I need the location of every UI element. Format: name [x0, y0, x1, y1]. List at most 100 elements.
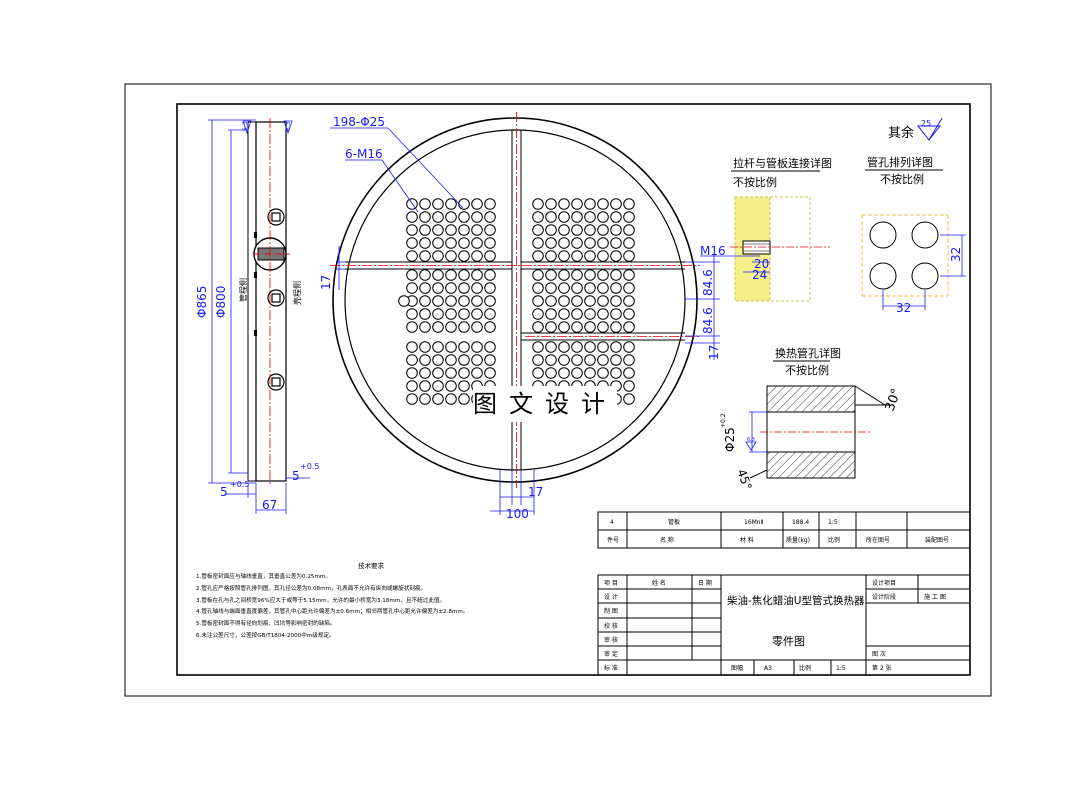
svg-text:件号: 件号: [607, 536, 619, 544]
detail3-drawing: [749, 385, 890, 479]
tube-hole: [584, 308, 596, 320]
tube-hole: [610, 237, 622, 249]
tube-hole: [406, 308, 418, 320]
svg-text:施 工 图: 施 工 图: [924, 593, 946, 601]
svg-text:名 称: 名 称: [660, 536, 674, 544]
dim-198-d25: 198-Φ25: [333, 115, 385, 129]
svg-text:管板: 管板: [668, 518, 680, 526]
tube-hole: [571, 237, 583, 249]
tube-hole: [571, 224, 583, 236]
tube-hole: [558, 237, 570, 249]
dim-5-right-tol: +0.5: [300, 462, 319, 471]
tube-hole: [445, 269, 457, 281]
tube-hole: [584, 354, 596, 366]
tube-hole: [471, 295, 483, 307]
tube-hole: [545, 308, 557, 320]
tube-hole: [445, 295, 457, 307]
tube-hole: [406, 354, 418, 366]
tube-hole: [432, 224, 444, 236]
tube-hole: [458, 282, 470, 294]
svg-text:第 2 张: 第 2 张: [872, 664, 892, 672]
tube-hole: [558, 341, 570, 353]
tube-hole: [623, 393, 635, 405]
dim-5-left: 5: [220, 485, 228, 499]
svg-text:质量(kg): 质量(kg): [786, 536, 810, 544]
dim-84-6-a: 84.6: [701, 269, 715, 296]
tech-req-item: 2.管孔应严格按照管孔排列图，其孔径公差为0.08mm，孔表面不允许有纵向或螺旋…: [196, 584, 426, 592]
tube-hole: [623, 250, 635, 262]
tube-hole: [432, 321, 444, 333]
svg-text:设计阶段: 设计阶段: [872, 593, 896, 601]
tube-hole: [584, 198, 596, 210]
tube-hole: [532, 224, 544, 236]
tube-hole: [610, 211, 622, 223]
bom-row: 4 管板 16MnⅡ 188.4 1:5: [610, 518, 838, 526]
tube-hole: [558, 308, 570, 320]
tube-hole: [571, 308, 583, 320]
dim-d865: Φ865: [195, 286, 209, 318]
svg-text:项 目: 项 目: [604, 580, 618, 587]
tube-hole: [558, 269, 570, 281]
tube-hole: [545, 282, 557, 294]
tube-hole: [597, 308, 609, 320]
roughness-symbol: [916, 125, 942, 141]
tube-hole: [545, 250, 557, 262]
tube-hole: [597, 295, 609, 307]
tube-hole: [471, 308, 483, 320]
tube-hole: [571, 250, 583, 262]
dim-17-bottom: 17: [528, 485, 543, 499]
plate-outer-circle: [332, 117, 698, 483]
dim-67: 67: [262, 498, 277, 512]
svg-text:设 计: 设 计: [604, 593, 618, 601]
tube-hole: [406, 269, 418, 281]
tube-hole: [406, 367, 418, 379]
tube-hole: [445, 211, 457, 223]
tube-hole: [532, 341, 544, 353]
svg-text:所在图号: 所在图号: [866, 536, 890, 544]
tube-hole: [406, 250, 418, 262]
tube-hole: [432, 367, 444, 379]
tube-hole: [458, 341, 470, 353]
tube-hole: [419, 250, 431, 262]
tube-hole: [458, 295, 470, 307]
tube-hole: [623, 367, 635, 379]
tube-hole: [432, 198, 444, 210]
tube-hole: [471, 321, 483, 333]
tube-hole: [419, 380, 431, 392]
tube-hole: [597, 211, 609, 223]
dim-100: 100: [506, 507, 529, 521]
tube-hole: [458, 224, 470, 236]
tube-hole: [419, 211, 431, 223]
tube-hole: [584, 282, 596, 294]
detail1-m16: M16: [700, 244, 726, 258]
svg-text:A3: A3: [764, 665, 772, 672]
tube-hole: [419, 282, 431, 294]
roughness-mark-1: 6.3: [242, 121, 249, 131]
tube-hole: [419, 367, 431, 379]
dim-17-right: 17: [707, 345, 721, 360]
tube-hole: [571, 354, 583, 366]
tube-hole: [445, 224, 457, 236]
svg-text:比例: 比例: [828, 536, 840, 544]
tube-hole: [558, 211, 570, 223]
svg-text:图 次: 图 次: [872, 650, 886, 658]
tube-hole: [532, 250, 544, 262]
detail2-scale: 不按比例: [880, 172, 924, 186]
tube-hole: [471, 250, 483, 262]
tube-hole: [597, 354, 609, 366]
tube-hole: [458, 211, 470, 223]
tube-hole: [545, 354, 557, 366]
svg-text:比例: 比例: [799, 664, 811, 672]
tube-hole: [458, 367, 470, 379]
tube-hole: [419, 198, 431, 210]
tube-hole: [419, 269, 431, 281]
detail3-title: 换热管孔详图: [775, 346, 841, 360]
tube-hole: [406, 237, 418, 249]
tube-hole: [458, 250, 470, 262]
tube-hole: [545, 321, 557, 333]
tube-hole: [623, 237, 635, 249]
tube-hole: [558, 367, 570, 379]
tube-hole: [623, 198, 635, 210]
tube-hole: [432, 211, 444, 223]
tube-hole: [584, 224, 596, 236]
